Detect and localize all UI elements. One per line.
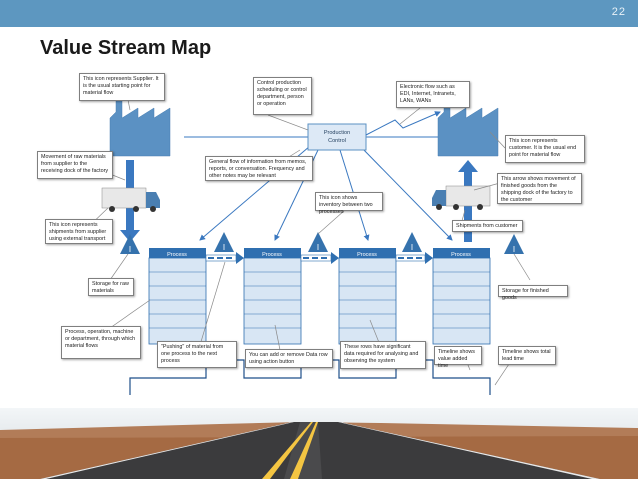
supplier-factory-icon <box>109 99 171 157</box>
inventory-triangles: I I I I I <box>120 232 524 254</box>
slide-title: Value Stream Map <box>40 37 212 59</box>
process-box-2: Process <box>243 248 302 345</box>
push-arrow-3 <box>395 252 433 264</box>
svg-text:I: I <box>129 245 131 254</box>
callout-electronic: Electronic flow such as EDI, Internet, I… <box>396 81 470 108</box>
callout-storage-raw: Storage for raw materials <box>88 278 134 296</box>
inventory-icon-raw: I <box>120 234 140 254</box>
callout-storage-finished: Storage for finished goods <box>498 285 568 301</box>
inventory-icon-3: I <box>402 232 422 252</box>
callout-data-row: You can add or remove Data row using act… <box>245 349 333 368</box>
customer-factory-icon <box>437 99 499 157</box>
production-control-line1: Production <box>324 130 350 136</box>
inventory-icon-2: I <box>308 232 328 252</box>
header-bar: 22 <box>0 0 638 27</box>
callout-external-transport: This icon represents shipments from supp… <box>45 219 113 244</box>
process-box-4: Process <box>432 248 491 345</box>
process-box-1: Process <box>148 248 207 345</box>
process-box-3: Process <box>338 248 397 345</box>
info-arrow-process-4 <box>359 145 453 241</box>
callout-process-description: Process, operation, machine or departmen… <box>61 326 141 359</box>
callout-general-flow: General flow of information from memos, … <box>205 156 313 181</box>
information-flow-lines <box>184 136 453 241</box>
callout-rows-data: These rows have significant data require… <box>340 341 426 369</box>
svg-text:I: I <box>513 245 515 254</box>
production-control-box <box>307 123 367 151</box>
electronic-flow-arrow <box>365 111 441 136</box>
callout-finished-arrow: This arrow shows movement of finished go… <box>497 173 582 204</box>
callout-shipments-customer: Shipments from customer <box>452 220 523 232</box>
road-image <box>0 408 638 479</box>
inventory-icon-1: I <box>214 232 234 252</box>
svg-text:Process: Process <box>167 252 187 258</box>
svg-text:I: I <box>223 243 225 252</box>
supplier-truck-icon <box>101 187 160 212</box>
callout-pushing: "Pushing" of material from one process t… <box>157 341 237 368</box>
callout-timeline-value: Timeline shows value added time <box>434 346 482 369</box>
svg-text:Process: Process <box>262 252 282 258</box>
inventory-icon-finished: I <box>504 234 524 254</box>
svg-text:I: I <box>317 243 319 252</box>
callout-control: Control production scheduling or control… <box>253 77 312 115</box>
customer-truck-icon <box>432 185 491 210</box>
callout-timeline-lead: Timeline shows total lead time <box>498 346 556 365</box>
push-arrow-2 <box>300 252 339 264</box>
process-boxes: Process Process Process <box>148 248 491 345</box>
callout-supplier: This icon represents Supplier. It is the… <box>79 73 165 101</box>
callout-inventory: This icon shows inventory between two pr… <box>315 192 383 215</box>
push-arrows <box>205 252 433 264</box>
svg-text:Process: Process <box>357 252 377 258</box>
push-arrow-1 <box>205 252 244 264</box>
slide-number: 22 <box>611 6 626 18</box>
svg-text:I: I <box>411 243 413 252</box>
callout-customer: This icon represents customer. It is the… <box>505 135 585 163</box>
callout-raw-movement: Movement of raw materials from supplier … <box>37 151 113 179</box>
svg-text:Process: Process <box>451 252 471 258</box>
production-control-line2: Control <box>328 138 346 144</box>
